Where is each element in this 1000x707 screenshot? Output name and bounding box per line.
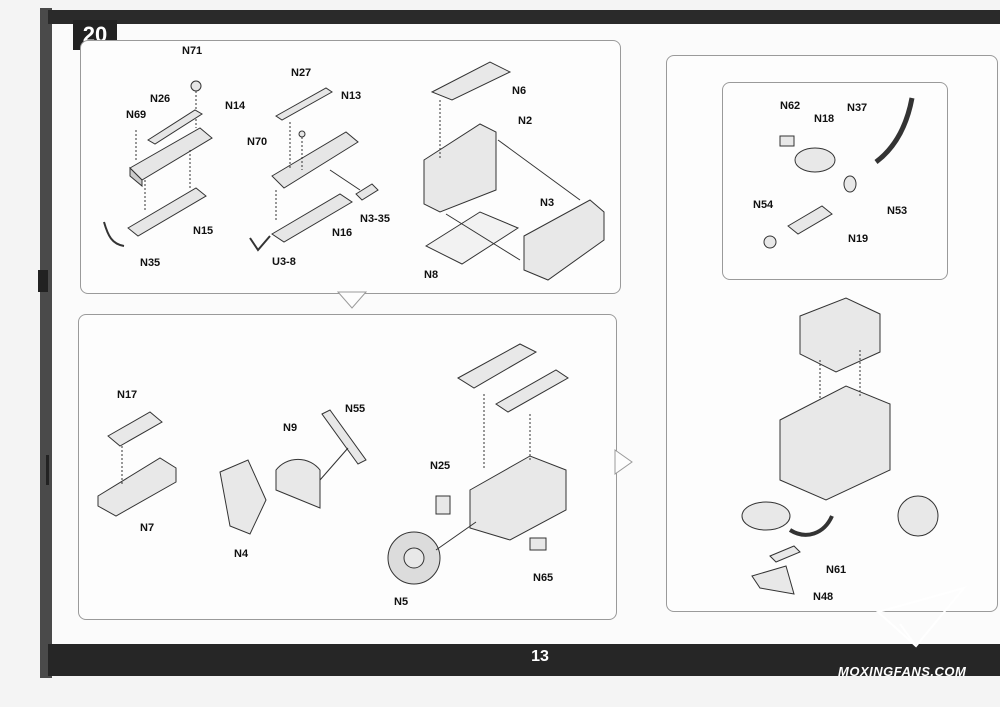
label-n8: N8 bbox=[424, 269, 439, 281]
part-n16 bbox=[271, 193, 353, 243]
watermark-logo bbox=[875, 586, 967, 648]
guide-line bbox=[329, 169, 361, 191]
guide-line bbox=[445, 213, 521, 261]
label-n61: N61 bbox=[826, 564, 847, 576]
parts-top-middle bbox=[249, 87, 379, 252]
part-n2 bbox=[423, 123, 497, 213]
bottom-bar bbox=[48, 644, 1000, 676]
page-binding-edge bbox=[40, 8, 52, 678]
watermark-text: MOXINGFANS.COM bbox=[838, 664, 967, 679]
part-n17 bbox=[107, 411, 163, 447]
guide-line bbox=[497, 139, 581, 201]
part-n14 bbox=[129, 127, 213, 181]
side-mark bbox=[38, 270, 48, 292]
label-n55: N55 bbox=[345, 403, 366, 415]
part-n18 bbox=[794, 147, 836, 173]
part-n37 bbox=[874, 97, 915, 164]
label-u3-8: U3-8 bbox=[272, 256, 296, 268]
label-n7: N7 bbox=[140, 522, 155, 534]
label-n37: N37 bbox=[847, 102, 868, 114]
label-n2: N2 bbox=[518, 115, 533, 127]
parts-top-right bbox=[423, 61, 605, 281]
part-starter bbox=[741, 501, 791, 531]
label-n69: N69 bbox=[126, 109, 147, 121]
label-n25: N25 bbox=[430, 460, 451, 472]
label-n9: N9 bbox=[283, 422, 298, 434]
part-n13 bbox=[271, 131, 359, 189]
part-n15 bbox=[127, 187, 207, 237]
part-n6 bbox=[430, 61, 512, 101]
paper-plane-icon bbox=[875, 586, 967, 648]
label-n13: N13 bbox=[341, 90, 362, 102]
part-n48 bbox=[751, 565, 795, 595]
label-n19: N19 bbox=[848, 233, 869, 245]
parts-inset bbox=[763, 97, 915, 249]
part-n27 bbox=[275, 87, 333, 121]
guide-line bbox=[319, 447, 349, 481]
parts-top-left bbox=[103, 80, 213, 247]
label-n14: N14 bbox=[225, 100, 246, 112]
part-n26 bbox=[147, 109, 203, 145]
label-n26: N26 bbox=[150, 93, 171, 105]
part-n7 bbox=[97, 457, 177, 517]
part-n35 bbox=[103, 221, 125, 247]
guide-line bbox=[435, 521, 477, 551]
label-n15: N15 bbox=[193, 225, 214, 237]
label-n48: N48 bbox=[813, 591, 834, 603]
label-n5: N5 bbox=[394, 596, 409, 608]
paper-plane-fold bbox=[899, 623, 917, 647]
top-bar bbox=[48, 10, 1000, 24]
label-n62: N62 bbox=[780, 100, 801, 112]
part-n3 bbox=[523, 199, 605, 281]
part-n25 bbox=[435, 495, 451, 515]
label-n3: N3 bbox=[540, 197, 555, 209]
part-head-left bbox=[457, 343, 538, 389]
part-n61 bbox=[769, 545, 801, 563]
label-n53: N53 bbox=[887, 205, 908, 217]
part-upper-block bbox=[799, 297, 881, 373]
part-n65 bbox=[529, 537, 547, 551]
part-n9 bbox=[275, 458, 321, 509]
parts-right-assembly bbox=[741, 297, 939, 595]
page-number: 13 bbox=[531, 648, 549, 665]
part-pipe bbox=[788, 515, 834, 537]
callout-pointer bbox=[614, 449, 633, 475]
part-flywheel bbox=[897, 495, 939, 537]
label-n35: N35 bbox=[140, 257, 161, 269]
label-n27: N27 bbox=[291, 67, 312, 79]
part-n3-35 bbox=[355, 183, 379, 201]
side-mark bbox=[46, 455, 49, 485]
part-n55 bbox=[321, 409, 367, 465]
parts-bottom bbox=[97, 343, 569, 585]
part-n14-side bbox=[129, 166, 143, 188]
label-n71: N71 bbox=[182, 45, 203, 57]
part-n53 bbox=[843, 175, 857, 193]
part-head-right bbox=[495, 369, 569, 413]
callout-pointer bbox=[336, 291, 368, 309]
part-u3-8 bbox=[249, 235, 271, 252]
part-n54 bbox=[763, 235, 777, 249]
part-n70 bbox=[298, 130, 306, 138]
label-n65: N65 bbox=[533, 572, 554, 584]
part-n19 bbox=[787, 205, 833, 235]
label-n16: N16 bbox=[332, 227, 353, 239]
part-engine-block bbox=[469, 455, 567, 541]
part-n62 bbox=[779, 135, 795, 147]
label-n6: N6 bbox=[512, 85, 527, 97]
label-n4: N4 bbox=[234, 548, 249, 560]
label-n70: N70 bbox=[247, 136, 268, 148]
part-n4 bbox=[219, 459, 267, 535]
label-n3-35: N3-35 bbox=[360, 213, 390, 225]
part-n8 bbox=[424, 211, 520, 265]
part-n5-hub bbox=[403, 547, 425, 569]
label-n18: N18 bbox=[814, 113, 835, 125]
part-n71 bbox=[190, 80, 202, 92]
part-main-engine bbox=[779, 385, 891, 501]
label-n54: N54 bbox=[753, 199, 774, 211]
label-n17: N17 bbox=[117, 389, 138, 401]
